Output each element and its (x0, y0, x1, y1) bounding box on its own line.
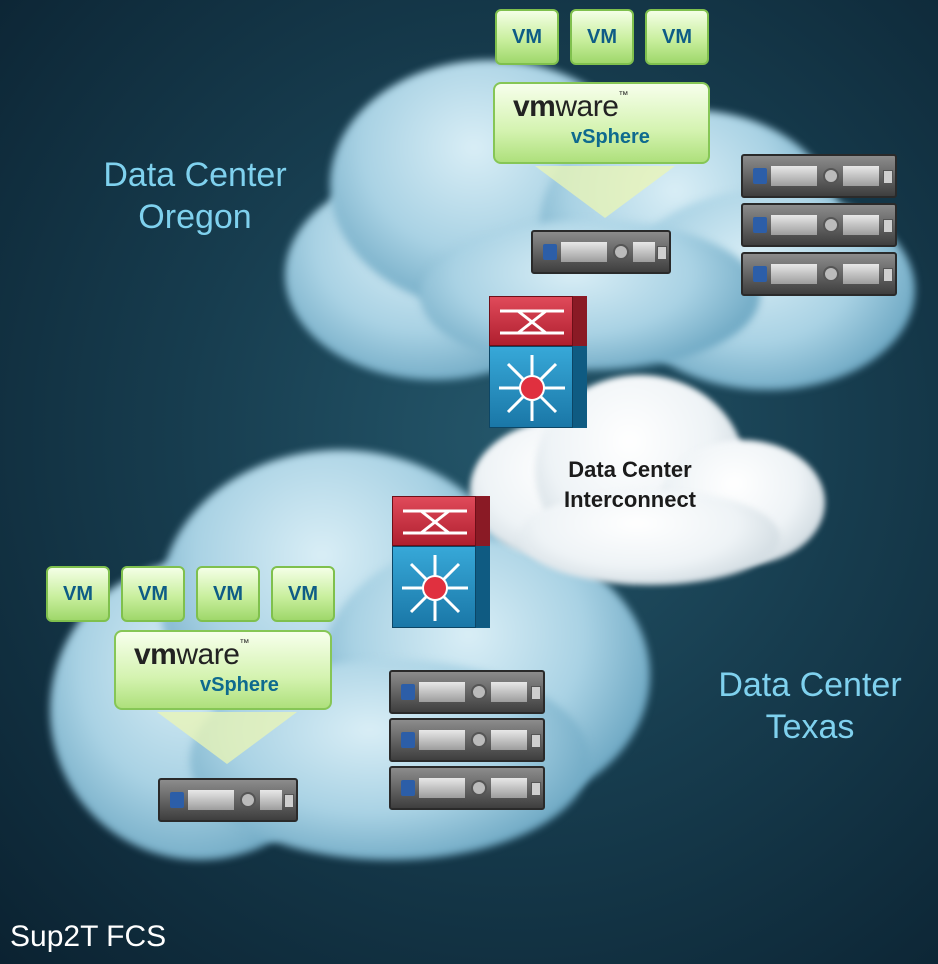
oregon-vm-3: VM (645, 9, 709, 65)
texas-vm-2: VM (121, 566, 185, 622)
oregon-vmware-logo: vmware™ (513, 90, 628, 124)
oregon-brand-tm: ™ (618, 90, 628, 101)
server-icon (741, 252, 897, 296)
server-icon (389, 718, 545, 762)
texas-projection (157, 712, 297, 764)
oregon-projection (535, 166, 675, 218)
oregon-brand-ware: ware (555, 90, 619, 123)
texas-brand-ware: ware (176, 638, 240, 671)
server-icon (741, 203, 897, 247)
texas-title-line2: Texas (765, 708, 855, 746)
server-icon (158, 778, 298, 822)
interconnect-label: Data Center Interconnect (530, 455, 730, 515)
switch-icon (392, 496, 490, 628)
texas-vmware-logo: vmware™ (134, 638, 249, 672)
texas-vm-4: VM (271, 566, 335, 622)
interconnect-line1: Data Center (568, 457, 692, 482)
oregon-brand-vm: vm (513, 90, 556, 123)
switch-crossbar-icon (500, 309, 564, 335)
oregon-vsphere-label: vSphere (571, 126, 650, 148)
switch-crossbar-icon (403, 509, 467, 535)
switch-star-icon (402, 555, 468, 621)
oregon-title-line2: Oregon (138, 198, 252, 236)
texas-label: Data Center Texas (690, 664, 930, 748)
texas-brand-vm: vm (134, 638, 177, 671)
oregon-label: Data Center Oregon (60, 154, 330, 238)
footer-caption: Sup2T FCS (10, 920, 167, 953)
texas-vm-1: VM (46, 566, 110, 622)
server-icon (389, 670, 545, 714)
server-icon (389, 766, 545, 810)
texas-brand-tm: ™ (239, 638, 249, 649)
switch-icon (489, 296, 587, 428)
texas-title-line1: Data Center (718, 666, 902, 704)
interconnect-line2: Interconnect (563, 487, 697, 512)
server-icon (741, 154, 897, 198)
oregon-vsphere-box: vmware™ vSphere (493, 82, 710, 164)
switch-star-icon (499, 355, 565, 421)
texas-vsphere-box: vmware™ vSphere (114, 630, 332, 710)
texas-vsphere-label: vSphere (200, 674, 279, 696)
server-icon (531, 230, 671, 274)
oregon-vm-2: VM (570, 9, 634, 65)
oregon-vm-1: VM (495, 9, 559, 65)
texas-vm-3: VM (196, 566, 260, 622)
oregon-title-line1: Data Center (103, 156, 287, 194)
